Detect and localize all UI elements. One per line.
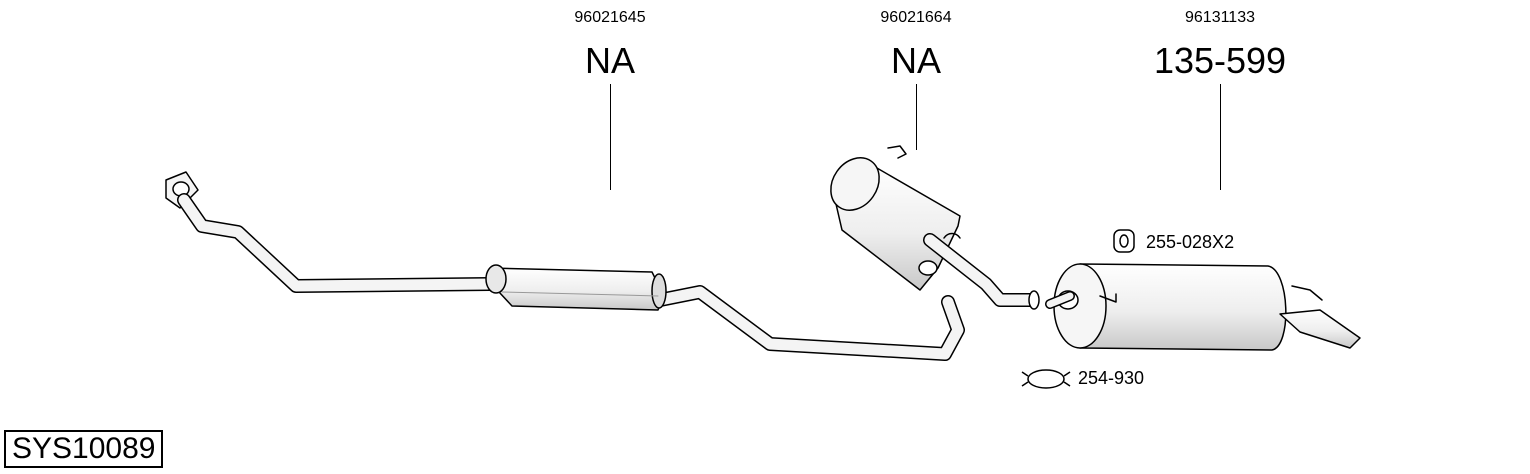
part-2-reference: NA [890,40,942,81]
part-1-reference: NA [584,40,636,81]
system-code-box: SYS10089 [4,430,164,468]
part-2-oem-number: 96021664 [880,9,952,26]
rear-silencer [1045,263,1361,351]
front-pipe-with-resonator [165,171,965,361]
clamp-reference: 254-930 [1078,368,1145,388]
part-3-reference: 135-599 [1153,40,1287,81]
middle-silencer [830,145,1040,310]
clamp-icon [1021,369,1071,389]
part-2-leader-line [916,84,917,150]
part-3-leader-line [1220,84,1221,190]
rubber-hanger-icon [1113,229,1135,253]
part-1-oem-number: 96021645 [574,9,646,26]
hanger-reference: 255-028X2 [1146,232,1235,252]
part-1-leader-line [610,84,611,190]
part-3-oem-number: 96131133 [1185,9,1255,26]
